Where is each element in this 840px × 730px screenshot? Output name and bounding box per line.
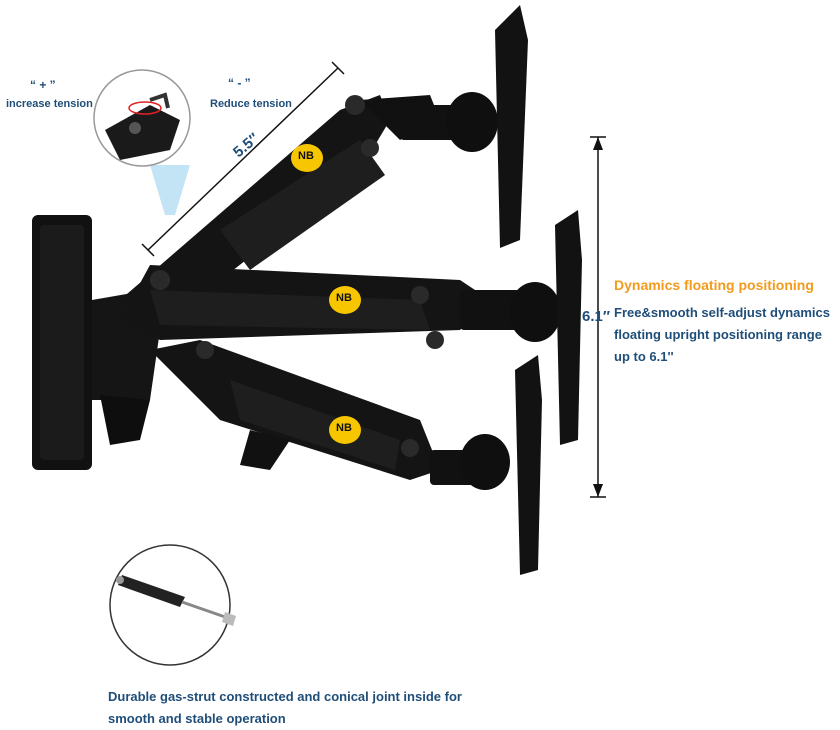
- height-range-label: 6.1″: [582, 308, 611, 325]
- increase-tension-caption: increase tension: [6, 98, 93, 110]
- middle-arm: [120, 210, 582, 445]
- bottom-arm: [150, 340, 542, 575]
- reduce-tension-symbol: “ - ”: [228, 76, 251, 90]
- tension-detail: [93, 69, 191, 215]
- arm-length-dimension: [141, 61, 345, 257]
- top-arm: [120, 5, 528, 320]
- wall-plate: [32, 215, 160, 470]
- feature-description: Free&smooth self-adjust dynamics floatin…: [614, 305, 830, 364]
- gas-strut-detail: [109, 544, 236, 666]
- height-dimension: [590, 136, 606, 498]
- gas-strut-caption: Durable gas-strut constructed and conica…: [108, 689, 462, 726]
- feature-title: Dynamics floating positioning: [614, 277, 814, 293]
- increase-tension-symbol: “ + ”: [30, 78, 56, 92]
- brand-badge-middle: NB: [336, 292, 352, 304]
- brand-badge-top: NB: [298, 150, 314, 162]
- reduce-tension-caption: Reduce tension: [210, 98, 292, 110]
- brand-badge-bottom: NB: [336, 422, 352, 434]
